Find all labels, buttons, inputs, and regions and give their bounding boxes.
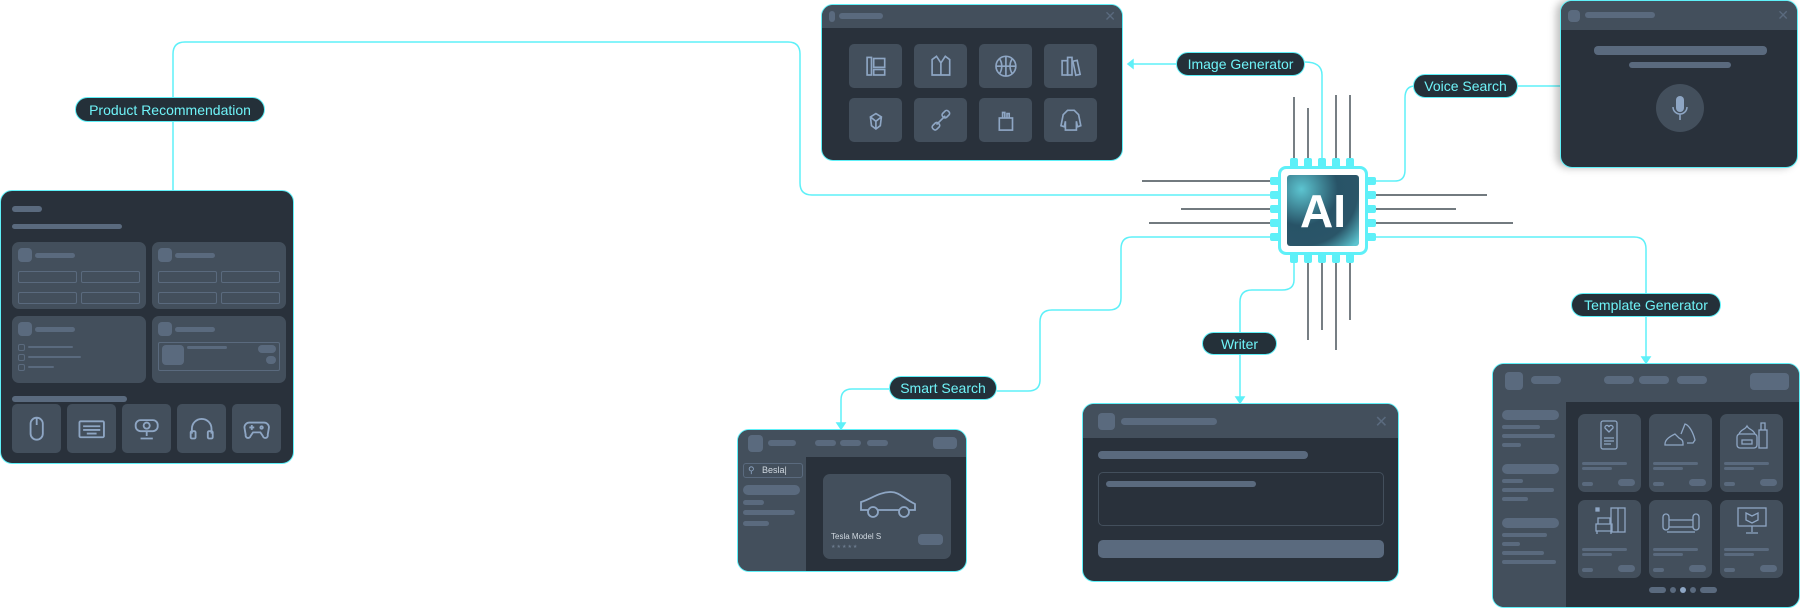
label-writer: Writer bbox=[1202, 332, 1277, 355]
label-product-recommendation: Product Recommendation bbox=[75, 97, 265, 122]
microphone-icon bbox=[1672, 96, 1688, 120]
generate-button[interactable] bbox=[1098, 540, 1384, 558]
webcam-icon bbox=[122, 404, 171, 453]
headphones-icon bbox=[177, 404, 226, 453]
keyboard-icon bbox=[67, 404, 116, 453]
basketball-icon bbox=[979, 44, 1032, 88]
sofa-icon bbox=[1662, 513, 1700, 533]
result-title: Tesla Model S bbox=[831, 532, 882, 541]
label-image-generator: Image Generator bbox=[1176, 52, 1305, 76]
shoes-icon bbox=[1664, 423, 1696, 446]
label-template-generator: Template Generator bbox=[1571, 293, 1721, 317]
monitor-icon bbox=[162, 345, 184, 365]
books-icon bbox=[1044, 44, 1097, 88]
cart-card bbox=[152, 316, 286, 383]
template-card[interactable] bbox=[1578, 414, 1641, 492]
voice-search-panel: ✕ bbox=[1560, 0, 1798, 168]
form-card bbox=[152, 242, 286, 309]
form-card bbox=[12, 242, 146, 309]
microphone-button[interactable] bbox=[1656, 84, 1704, 132]
mouse-icon bbox=[12, 404, 61, 453]
furniture-icon bbox=[1595, 507, 1626, 534]
image-generator-panel: ✕ bbox=[821, 4, 1123, 161]
checklist-card bbox=[12, 316, 146, 383]
smart-search-panel: ⚲Besla| Tesla Model S ★★★★★ bbox=[737, 429, 967, 572]
template-generator-panel bbox=[1492, 363, 1800, 608]
template-card[interactable] bbox=[1649, 414, 1712, 492]
coat-icon bbox=[1044, 98, 1097, 142]
close-icon[interactable]: ✕ bbox=[1777, 7, 1789, 23]
rating-stars: ★★★★★ bbox=[831, 544, 859, 550]
text-area[interactable] bbox=[1098, 472, 1384, 526]
template-card[interactable] bbox=[1649, 500, 1712, 578]
template-card[interactable] bbox=[1720, 500, 1783, 578]
template-card[interactable] bbox=[1578, 500, 1641, 578]
jacket-icon bbox=[914, 44, 967, 88]
car-icon bbox=[860, 491, 916, 518]
jewel-icon bbox=[849, 98, 902, 142]
ai-chip-core: AI bbox=[1287, 175, 1359, 246]
close-icon[interactable]: ✕ bbox=[1104, 8, 1116, 24]
ai-chip: AI bbox=[1278, 166, 1368, 255]
writer-panel: ✕ bbox=[1082, 403, 1399, 582]
label-voice-search: Voice Search bbox=[1413, 74, 1518, 98]
dumbbell-icon bbox=[914, 98, 967, 142]
phone-heart-icon bbox=[1600, 420, 1618, 450]
search-input[interactable]: ⚲Besla| bbox=[743, 463, 803, 478]
product-recommendation-panel bbox=[0, 190, 294, 464]
template-card[interactable] bbox=[1720, 414, 1783, 492]
gamepad-icon bbox=[232, 404, 281, 453]
label-smart-search: Smart Search bbox=[889, 376, 997, 400]
computer-icon bbox=[849, 44, 902, 88]
grocery-bag-icon bbox=[979, 98, 1032, 142]
monitor-book-icon bbox=[1737, 507, 1767, 534]
close-icon[interactable]: ✕ bbox=[1374, 414, 1388, 431]
result-card[interactable]: Tesla Model S ★★★★★ bbox=[823, 474, 951, 559]
search-icon: ⚲ bbox=[748, 465, 755, 475]
cosmetics-icon bbox=[1736, 422, 1768, 449]
